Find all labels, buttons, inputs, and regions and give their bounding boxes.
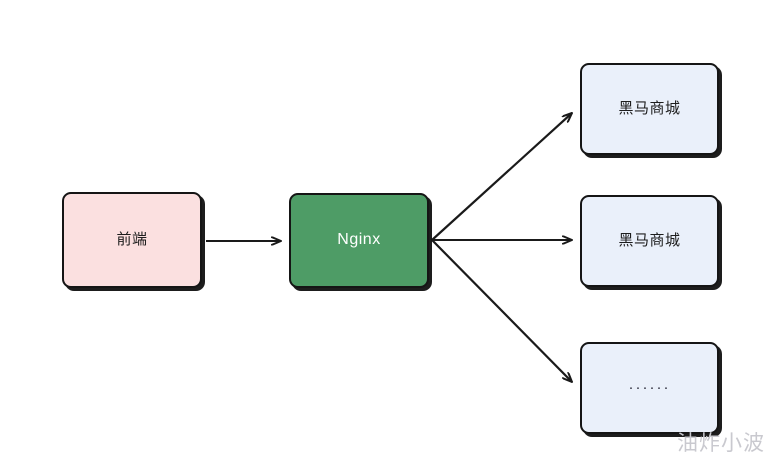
edge-nginx-service-1 — [431, 113, 572, 241]
node-frontend-label: 前端 — [116, 231, 148, 249]
node-service-2-label: 黑马商城 — [618, 232, 681, 250]
node-service-3-label: ······ — [628, 379, 671, 397]
node-nginx-label: Nginx — [337, 231, 381, 249]
node-nginx[interactable]: Nginx — [289, 193, 429, 288]
node-frontend[interactable]: 前端 — [62, 192, 202, 288]
node-service-1-label: 黑马商城 — [618, 100, 681, 118]
watermark: 油炸小波 — [677, 432, 765, 455]
edge-nginx-service-3 — [431, 239, 572, 382]
node-service-2[interactable]: 黑马商城 — [580, 195, 719, 287]
node-service-1[interactable]: 黑马商城 — [580, 63, 719, 155]
node-service-3[interactable]: ······ — [580, 342, 719, 434]
